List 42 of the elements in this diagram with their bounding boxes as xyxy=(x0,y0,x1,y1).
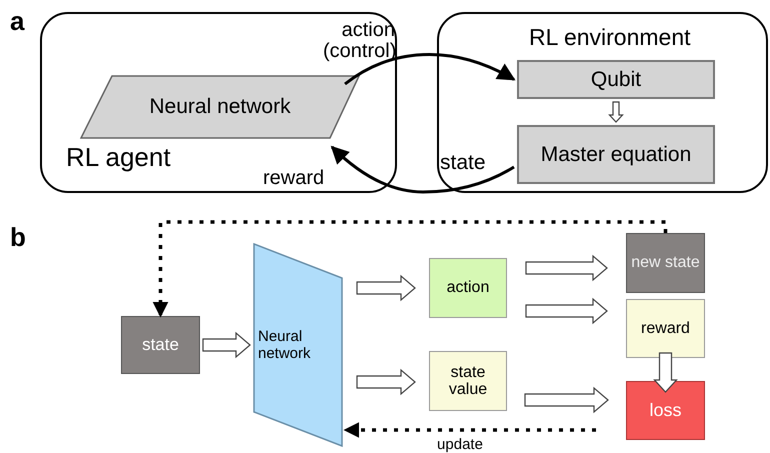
reward-box xyxy=(626,299,705,358)
block-arrow xyxy=(525,254,608,282)
loss-box xyxy=(626,381,705,440)
network-parallelogram xyxy=(80,75,360,139)
curved-arrow xyxy=(344,53,516,86)
node-label: RL agent xyxy=(66,141,171,174)
edge-label: action (control) xyxy=(323,20,395,62)
node-label: new state xyxy=(631,253,700,273)
environment-panel xyxy=(437,12,768,193)
network-panel xyxy=(253,243,343,447)
node-label: loss xyxy=(649,399,682,422)
node-label: state value xyxy=(448,364,488,398)
block-arrow xyxy=(356,368,416,396)
action-box xyxy=(429,258,507,318)
edge-label: state xyxy=(440,150,487,176)
dotted-arrow xyxy=(343,422,596,438)
node-label: Neural network xyxy=(149,94,291,120)
block-arrow xyxy=(608,101,624,123)
panel-letter: a xyxy=(10,5,24,38)
node-label: Master equation xyxy=(540,142,692,166)
dotted-arrow xyxy=(152,220,668,318)
value-box xyxy=(429,351,507,411)
edge-label: update xyxy=(436,435,484,453)
state-box xyxy=(121,316,200,374)
block-arrow xyxy=(525,298,608,324)
block-arrow xyxy=(202,332,251,358)
reward-label: reward xyxy=(263,166,324,191)
node-label: reward xyxy=(641,318,690,338)
equation-box xyxy=(517,125,715,184)
node-label: RL environment xyxy=(529,23,691,52)
node-label: Qubit xyxy=(590,66,642,93)
agent-panel xyxy=(40,12,397,193)
qubit-box xyxy=(517,60,715,99)
node-label: action xyxy=(446,278,490,298)
node-label: Neural network xyxy=(257,328,312,362)
node-label: state xyxy=(142,334,179,356)
block-arrow xyxy=(524,386,609,414)
curved-arrow xyxy=(330,146,515,194)
block-arrow xyxy=(356,274,416,302)
new-state-box xyxy=(626,233,705,293)
panel-letter: b xyxy=(10,221,26,254)
block-arrow xyxy=(653,352,678,393)
